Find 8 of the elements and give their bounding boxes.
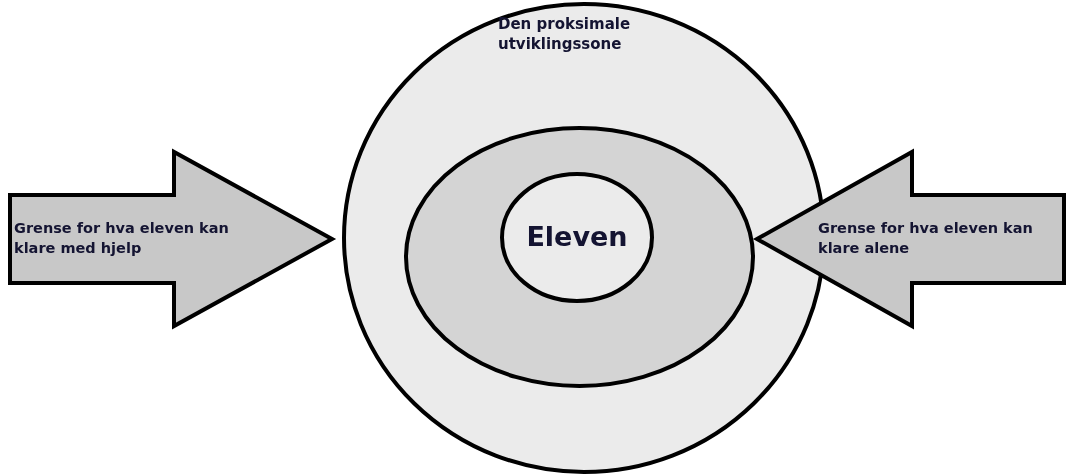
inner-circle: [500, 172, 654, 303]
middle-circle: [404, 126, 755, 388]
student-label: Eleven: [525, 220, 629, 254]
arrow-label: Grense for hva eleven kan klare alene: [818, 219, 1034, 258]
zone-label: Den proksimale utviklingssone: [498, 14, 632, 54]
arrow-label: Grense for hva eleven kan klare med hjelp: [14, 219, 230, 258]
block-arrow: [8, 150, 334, 328]
block-arrow: [755, 150, 1066, 328]
